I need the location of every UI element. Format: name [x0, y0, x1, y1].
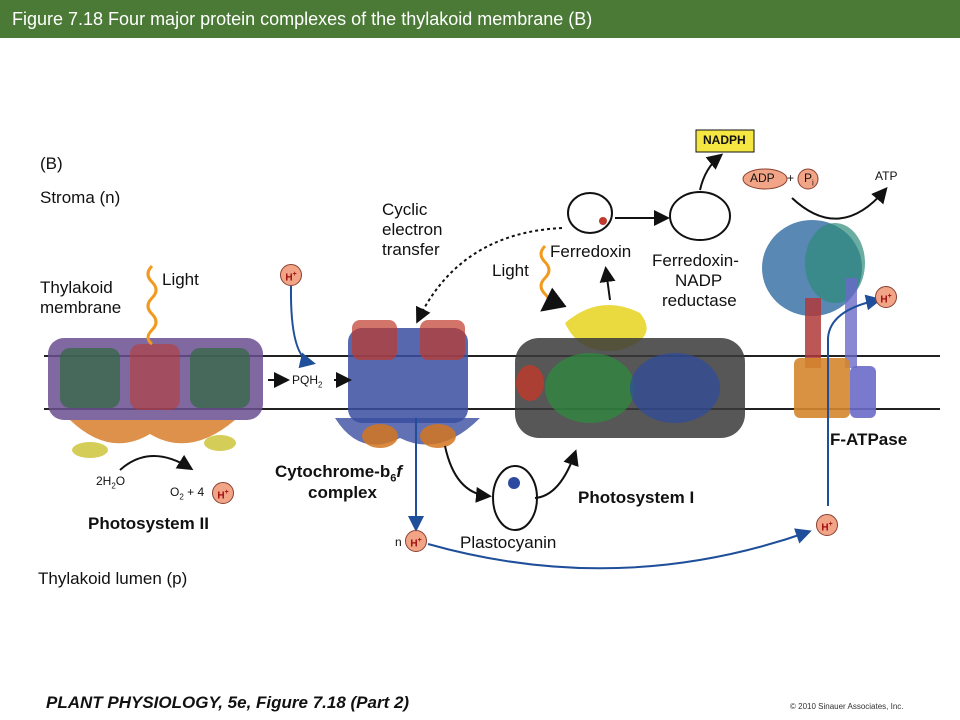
lumen-label: Thylakoid lumen (p) — [38, 569, 188, 588]
hplus-badge-psii: H+ — [212, 482, 234, 504]
footer-copyright: © 2010 Sinauer Associates, Inc. — [790, 702, 904, 711]
psii-label: Photosystem II — [88, 514, 209, 533]
o2-label: O2 + 4 — [170, 485, 205, 502]
arrow-cyt-to-plastocyanin — [444, 445, 492, 503]
cytb6f-protein — [335, 320, 480, 448]
stroma-label: Stroma (n) — [40, 188, 121, 207]
cyclic-label-line2: electron — [382, 220, 443, 239]
cytb6f-label-line1: Cytochrome-b6f — [275, 462, 403, 485]
psi-label: Photosystem I — [578, 488, 695, 507]
arrow-water-split — [119, 454, 194, 471]
plastocyanin-protein — [492, 465, 538, 531]
arrow-h-to-pqh2 — [289, 285, 316, 369]
nadph-box — [695, 129, 755, 153]
nadph-label: NADPH — [703, 133, 746, 147]
arrow-psi-to-ferredoxin — [599, 266, 616, 301]
light-wave-psii — [146, 264, 158, 346]
membrane-label-line2: membrane — [40, 298, 122, 317]
arrow-h-up-atpase — [827, 294, 882, 506]
figure-title: Figure 7.18 Four major protein complexes… — [12, 9, 593, 29]
arrow-adp-to-atp — [791, 186, 888, 220]
pi-circle — [797, 168, 819, 190]
fnr-label-line3: reductase — [662, 291, 737, 310]
thylakoid-diagram: (B) Stroma (n) Thylakoid membrane Thylak… — [0, 38, 960, 720]
light-label-psi: Light — [492, 261, 529, 280]
membrane-label-line1: Thylakoid — [40, 278, 113, 297]
adp-oval — [742, 168, 788, 190]
pqh2-label: PQH2 — [292, 373, 323, 390]
hplus-badge-atpase-lumen: H+ — [816, 514, 838, 536]
adp-label: ADP — [750, 171, 775, 185]
footer-source: PLANT PHYSIOLOGY, 5e, Figure 7.18 (Part … — [46, 693, 410, 712]
psi-protein — [515, 305, 745, 438]
ferredoxin-label: Ferredoxin — [550, 242, 632, 261]
n-prefix-label: n — [395, 535, 402, 549]
hplus-badge-atpase-stroma: H+ — [875, 286, 897, 308]
panel-label: (B) — [40, 154, 63, 173]
water-label: 2H2O — [96, 474, 126, 491]
arrow-lumen-h-flow — [427, 528, 812, 570]
light-label-psii: Light — [162, 270, 199, 289]
cyclic-label-line1: Cyclic — [382, 200, 428, 219]
plastocyanin-label: Plastocyanin — [460, 533, 557, 552]
hplus-badge-lumen: H+ — [405, 530, 427, 552]
plus-label: + — [787, 171, 795, 185]
title-bar: Figure 7.18 Four major protein complexes… — [0, 0, 960, 38]
hplus-badge-stroma: H+ — [280, 264, 302, 286]
arrow-fnr-to-nadph — [699, 153, 724, 191]
light-wave-psi — [539, 244, 567, 312]
ferredoxin-protein — [567, 192, 613, 234]
atp-label: ATP — [875, 169, 898, 183]
atpase-label: F-ATPase — [830, 430, 908, 449]
diagram-graphics — [44, 129, 940, 570]
fnr-label-line2: NADP — [675, 271, 723, 290]
fnr-label-line1: Ferredoxin- — [652, 251, 739, 270]
cyclic-label-line3: transfer — [382, 240, 440, 259]
psii-protein — [48, 338, 263, 458]
fnr-protein — [669, 191, 731, 241]
arrow-cyclic-electron — [416, 227, 563, 324]
pi-label: Pi — [804, 171, 814, 188]
atpase-protein — [762, 220, 876, 418]
cytb6f-label-line2: complex — [308, 483, 377, 502]
arrow-plastocyanin-to-psi — [534, 449, 579, 499]
